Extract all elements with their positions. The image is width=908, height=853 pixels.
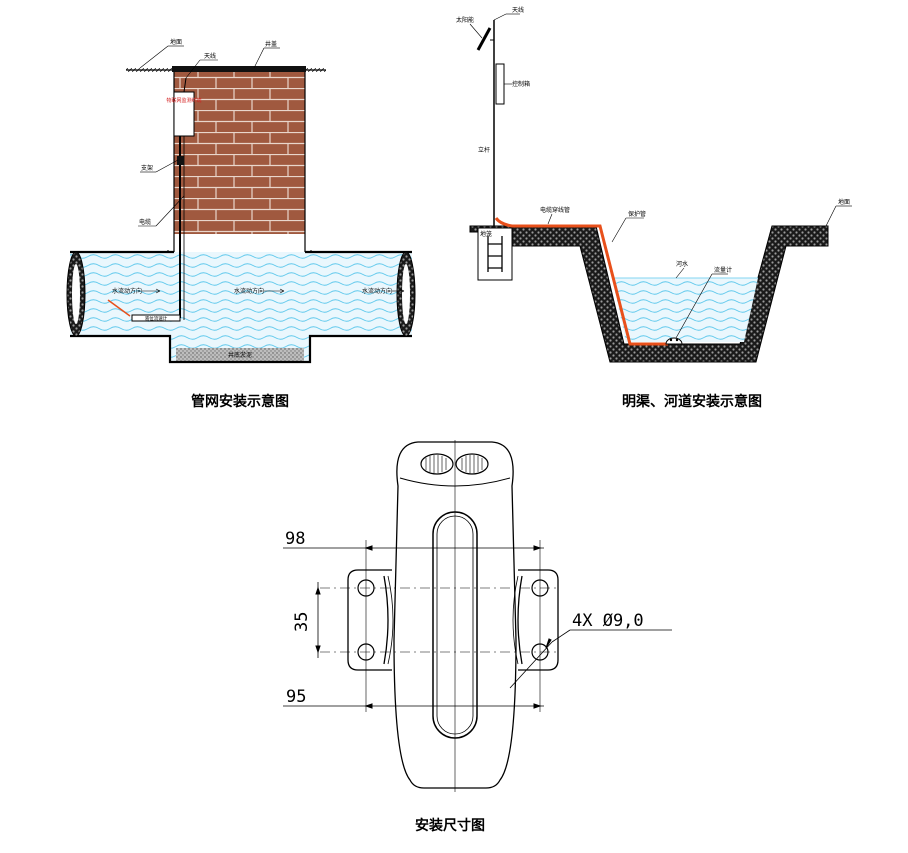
open-channel-diagram: 太阳能 天线 控制箱 立杆 电缆穿线管 保护管 地面 河水 流量计 地笼 明渠、… xyxy=(456,6,852,410)
solar-panel xyxy=(476,27,492,51)
river-water xyxy=(612,278,758,342)
antenna-label: 天线 xyxy=(204,52,216,60)
river-water-label: 河水 xyxy=(676,260,688,268)
channel-diagram-caption: 明渠、河道安装示意图 xyxy=(622,393,762,410)
pipe-network-diagram: 物联网监测终端 液位流速计 地面 天线 井盖 支架 电缆 水流动方向 水流动方向 xyxy=(66,38,416,410)
iot-terminal-label: 物联网监测终端 xyxy=(166,97,201,104)
cable-label: 电缆 xyxy=(139,218,151,226)
flowmeter-label: 流量计 xyxy=(714,266,732,274)
dimension-drawing xyxy=(283,440,672,792)
manhole-cover-label: 井盖 xyxy=(265,40,277,48)
foundation xyxy=(477,227,513,281)
hole-spec-label: 4X Ø9,0 xyxy=(572,611,644,631)
brick-wall xyxy=(174,72,305,234)
pole-label: 立杆 xyxy=(478,146,490,154)
dim-bottom-value: 95 xyxy=(286,687,306,707)
well-bottom-label: 井底淤泥 xyxy=(228,351,252,359)
level-flow-sensor xyxy=(131,314,181,322)
flow-direction-2: 水流动方向 xyxy=(234,287,285,295)
right-mounting-ear xyxy=(518,569,559,671)
well-bottom-silt xyxy=(176,348,304,362)
cable-pipe xyxy=(494,217,668,346)
controller-label: 控制箱 xyxy=(512,80,530,88)
dim-vertical-value: 35 xyxy=(292,612,312,632)
pipe-water xyxy=(70,252,412,340)
channel-ground-label: 地面 xyxy=(838,198,850,206)
flow-direction-1: 水流动方向 xyxy=(112,287,161,295)
pipe-diagram-caption: 管网安装示意图 xyxy=(191,393,289,410)
svg-text:水流动方向: 水流动方向 xyxy=(362,287,392,295)
svg-text:水流动方向: 水流动方向 xyxy=(234,287,264,295)
svg-text:水流动方向: 水流动方向 xyxy=(112,287,142,295)
protection-label: 保护管 xyxy=(628,210,646,218)
flow-direction-3: 水流动方向 xyxy=(362,287,405,295)
dimension-diagram-caption: 安装尺寸图 xyxy=(415,817,485,834)
channel-antenna-label: 天线 xyxy=(512,6,524,14)
ground-label: 地面 xyxy=(170,38,182,46)
solar-label: 太阳能 xyxy=(456,16,474,24)
left-mounting-ear xyxy=(347,569,392,671)
cable-pipe-label: 电缆穿线管 xyxy=(540,206,570,214)
dim-top-value: 98 xyxy=(285,529,305,549)
dimension-labels: 98 95 35 4X Ø9,0 安装尺寸图 xyxy=(285,529,644,834)
manhole-cover xyxy=(172,66,306,72)
sensor-body xyxy=(393,441,517,789)
control-box xyxy=(495,63,505,105)
foundation-label: 地笼 xyxy=(480,230,492,238)
bracket-label: 支架 xyxy=(141,164,153,172)
sensor-label: 液位流速计 xyxy=(145,315,168,322)
